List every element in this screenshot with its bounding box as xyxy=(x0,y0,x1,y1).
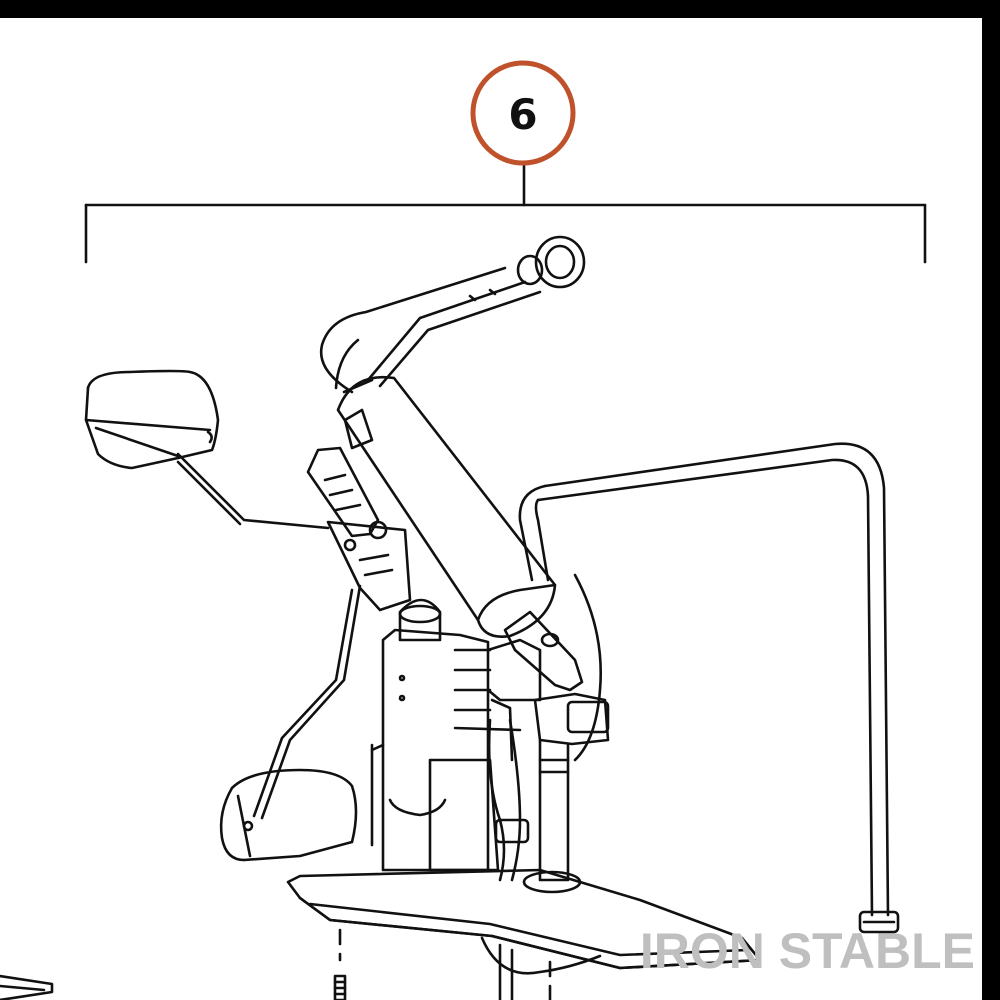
feed-hose xyxy=(319,266,542,394)
lower-float xyxy=(219,768,358,862)
paper-background xyxy=(0,18,982,1000)
callout-badge: 6 xyxy=(470,60,576,166)
regulator-column xyxy=(522,692,610,894)
upper-float-arm xyxy=(176,452,330,530)
electrical-connector xyxy=(306,446,412,612)
upper-float xyxy=(84,369,220,470)
watermark-text: IRON STABLE xyxy=(640,923,975,979)
mounting-flange xyxy=(286,868,762,1000)
callout-number: 6 xyxy=(508,90,537,139)
partial-part-bottom-left xyxy=(0,974,54,1000)
lower-float-arm xyxy=(252,584,362,820)
mounting-stud xyxy=(333,974,347,1000)
tube-end-fitting xyxy=(858,910,900,934)
pump-cylinder xyxy=(336,375,557,638)
locating-dashes xyxy=(338,928,552,1000)
reservoir-canister xyxy=(370,598,490,872)
callout-ring xyxy=(470,60,576,166)
pump-nozzle xyxy=(503,610,584,692)
outlet-fitting xyxy=(468,235,586,302)
wiring-harness xyxy=(487,718,530,882)
